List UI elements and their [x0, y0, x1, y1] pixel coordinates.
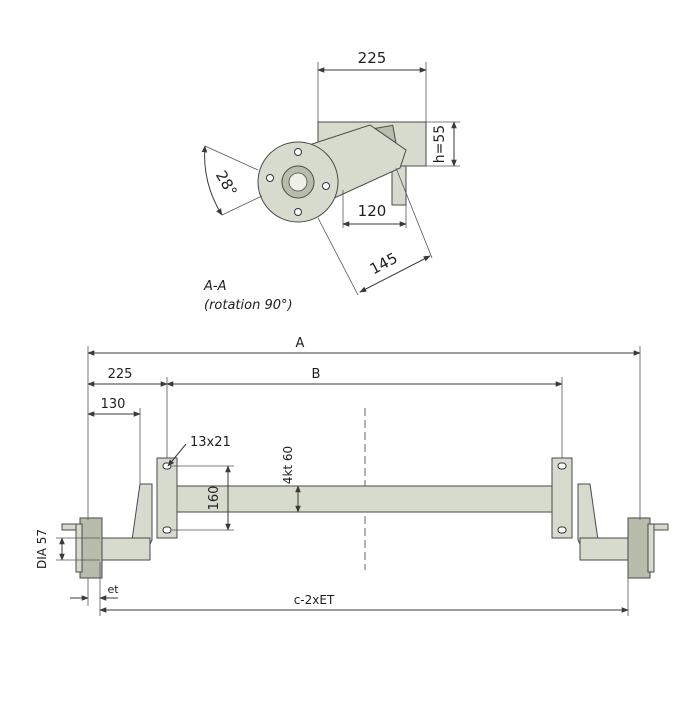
bolt-hole-bottom [294, 208, 302, 216]
dim-angle-label: 28° [212, 167, 241, 199]
left-mount-plate [156, 457, 178, 539]
dim-track-label: c-2xET [294, 593, 335, 607]
section-caption-title: A-A [203, 279, 226, 294]
left-stub-axle [99, 537, 151, 561]
right-hub-flange [647, 523, 655, 573]
dim-160-label: 160 [207, 486, 222, 511]
dim-h55-label: h=55 [432, 125, 448, 163]
bracket-leg [391, 165, 407, 206]
dim-130-label: 130 [101, 397, 126, 412]
bolt-hole-right [322, 182, 330, 190]
left-slot-bottom [162, 526, 172, 534]
bolt-hole-top [294, 148, 302, 156]
right-slot-bottom [557, 526, 567, 534]
right-stub-axle [579, 537, 631, 561]
axle-tube [175, 485, 553, 513]
dim-a-label: A [296, 336, 305, 351]
right-wheel-bolt [653, 523, 669, 531]
left-wheel-bolt [61, 523, 77, 531]
right-slot-top [557, 462, 567, 470]
dim-bore-label: DIA 57 [35, 529, 49, 569]
left-hub [79, 517, 103, 579]
hub-bore [288, 172, 308, 192]
right-mount-plate [551, 457, 573, 539]
right-hub [627, 517, 651, 579]
section-view: 225 h=55 28° 120 145 A-A (rotation 90°) [201, 49, 460, 313]
bolt-hole-left [266, 174, 274, 182]
section-caption-subtitle: (rotation 90°) [204, 298, 293, 313]
dim-120-label: 120 [358, 202, 387, 220]
dim-b-label: B [312, 367, 321, 382]
dim-et-label: et [107, 583, 119, 596]
dim-hole-label: 13x21 [190, 435, 231, 450]
dim-225-axle-label: 225 [108, 367, 133, 382]
dim-tube-label: 4kt 60 [281, 446, 295, 484]
left-hub-flange [75, 523, 83, 573]
axle-view: A B 225 130 13x21 160 4kt 60 DIA 57 [35, 336, 669, 616]
dim-225-label: 225 [358, 49, 387, 67]
